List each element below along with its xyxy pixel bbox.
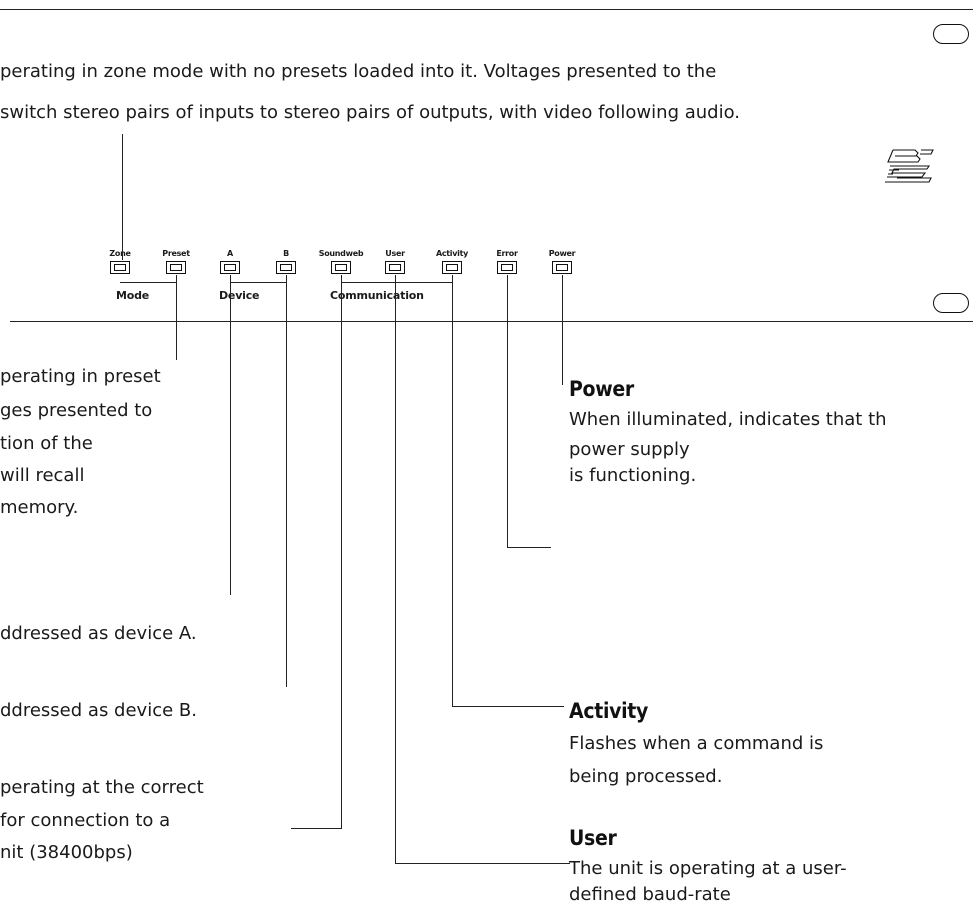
soundweb-desc-1: perating at the correct bbox=[0, 777, 204, 798]
zone-leader bbox=[122, 134, 123, 260]
mode-group-line bbox=[120, 282, 176, 283]
activity-desc-1: Flashes when a command is bbox=[569, 733, 824, 754]
power-led bbox=[552, 261, 572, 274]
led-label-a: A bbox=[227, 249, 233, 258]
mounting-hole-top bbox=[933, 24, 969, 44]
led-label-power: Power bbox=[548, 249, 576, 258]
device-b-desc: ddressed as device B. bbox=[0, 700, 197, 721]
intro-line-2: switch stereo pairs of inputs to stereo … bbox=[0, 102, 740, 123]
device-b-leader bbox=[286, 275, 287, 687]
device-b-led bbox=[276, 261, 296, 274]
led-label-preset: Preset bbox=[162, 249, 190, 258]
led-label-b: B bbox=[283, 249, 289, 258]
activity-leader-h bbox=[452, 706, 564, 707]
error-led bbox=[497, 261, 517, 274]
device-a-desc: ddressed as device A. bbox=[0, 623, 197, 644]
group-label-device: Device bbox=[219, 289, 260, 302]
user-led bbox=[385, 261, 405, 274]
preset-desc-2: ges presented to bbox=[0, 400, 153, 421]
user-desc-1: The unit is operating at a user- bbox=[569, 858, 847, 879]
soundweb-leader-h bbox=[291, 828, 342, 829]
power-leader bbox=[562, 275, 563, 385]
user-leader bbox=[395, 275, 396, 864]
power-desc-2: power supply bbox=[569, 439, 690, 460]
soundweb-desc-3: nit (38400bps) bbox=[0, 842, 133, 863]
soundweb-desc-2: for connection to a bbox=[0, 810, 171, 831]
led-label-soundweb: Soundweb bbox=[318, 249, 364, 258]
mounting-hole-bottom bbox=[933, 293, 969, 313]
led-label-error: Error bbox=[496, 249, 518, 258]
led-label-user: User bbox=[385, 249, 405, 258]
led-label-activity: Activity bbox=[435, 249, 469, 258]
user-leader-h bbox=[395, 863, 570, 864]
activity-leader bbox=[452, 275, 453, 706]
intro-line-1: perating in zone mode with no presets lo… bbox=[0, 61, 717, 82]
communication-group-line bbox=[341, 282, 452, 283]
panel-top-edge bbox=[0, 9, 973, 10]
activity-heading: Activity bbox=[569, 699, 649, 723]
device-a-leader bbox=[230, 275, 231, 595]
soundweb-leader bbox=[341, 275, 342, 829]
group-label-mode: Mode bbox=[116, 289, 150, 302]
user-heading: User bbox=[569, 826, 617, 850]
soundweb-led bbox=[331, 261, 351, 274]
led-label-zone: Zone bbox=[109, 249, 131, 258]
user-desc-2: defined baud-rate bbox=[569, 884, 731, 905]
preset-desc-3: tion of the bbox=[0, 433, 93, 454]
preset-led bbox=[166, 261, 186, 274]
activity-desc-2: being processed. bbox=[569, 766, 723, 787]
zone-led bbox=[110, 261, 130, 274]
panel-bottom-edge bbox=[10, 321, 973, 322]
preset-desc-1: perating in preset bbox=[0, 366, 161, 387]
device-a-led bbox=[220, 261, 240, 274]
preset-leader bbox=[176, 275, 177, 360]
power-desc-3: is functioning. bbox=[569, 465, 697, 486]
power-desc-1: When illuminated, indicates that th bbox=[569, 409, 887, 430]
error-leader-h bbox=[507, 547, 551, 548]
group-label-communication: Communication bbox=[330, 289, 424, 302]
power-heading: Power bbox=[569, 377, 634, 401]
preset-desc-5: memory. bbox=[0, 497, 79, 518]
preset-desc-4: will recall bbox=[0, 465, 85, 486]
activity-led bbox=[442, 261, 462, 274]
device-group-line bbox=[230, 282, 286, 283]
bss-logo bbox=[885, 148, 935, 184]
error-leader bbox=[507, 275, 508, 548]
